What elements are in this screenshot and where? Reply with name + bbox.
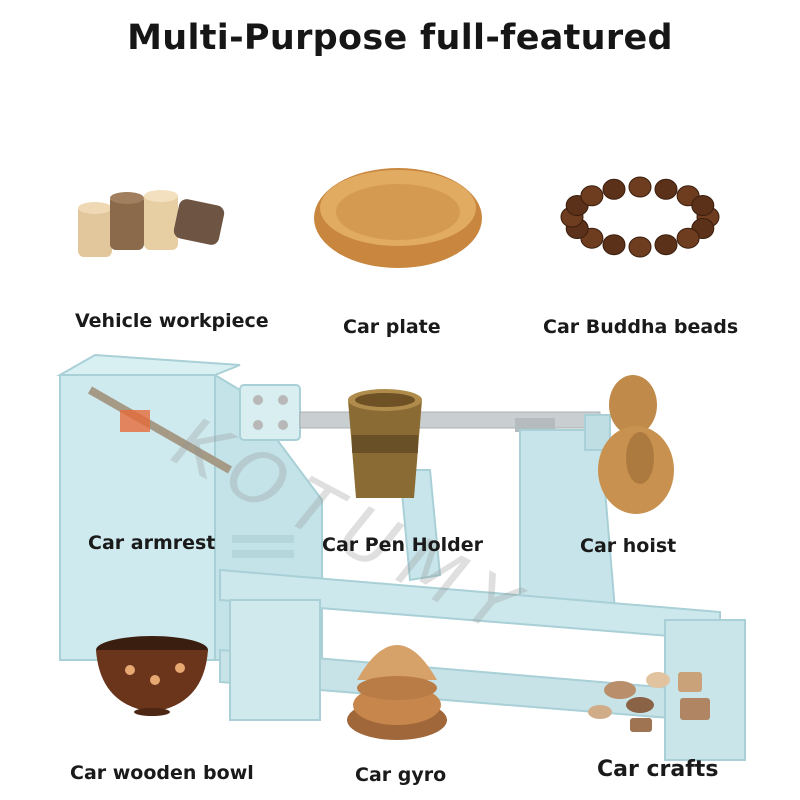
label-car-hoist: Car hoist [580,535,677,557]
bead [691,195,715,216]
bead [628,236,652,258]
lathe-leg-right [664,619,746,761]
label-car-plate: Car plate [343,316,441,338]
label-car-armrest: Car armrest [88,532,216,554]
label-car-gyro: Car gyro [355,764,447,786]
label-car-wooden-bowl: Car wooden bowl [70,762,254,784]
label-car-pen-holder: Car Pen Holder [322,534,484,556]
bead [602,178,626,200]
bead [628,176,652,198]
bead [654,178,678,200]
bead [676,227,700,249]
bead [602,234,626,256]
bead [580,185,604,207]
label-car-crafts: Car crafts [597,757,719,782]
bead [654,234,678,256]
label-vehicle-workpiece: Vehicle workpiece [75,310,269,332]
lathe-housing-top [56,353,241,376]
lathe-leg-left [229,599,321,721]
label-car-buddha-beads: Car Buddha beads [543,316,739,338]
page-title: Multi-Purpose full-featured [127,18,673,58]
